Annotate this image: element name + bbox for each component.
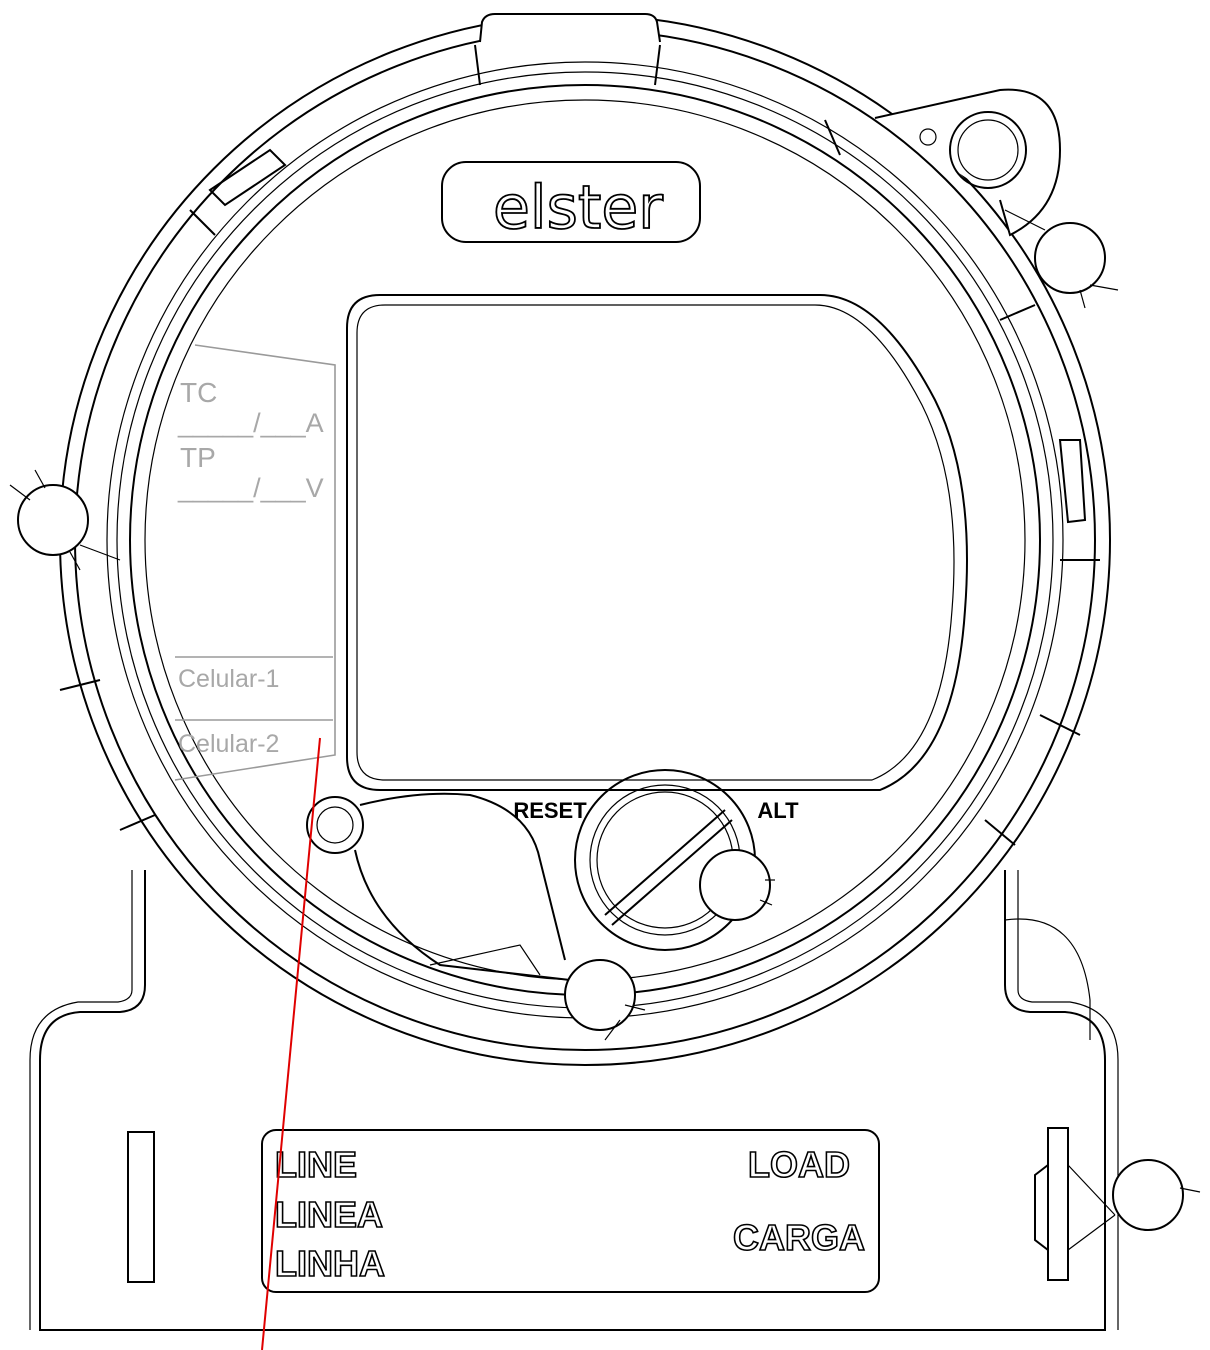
- top-right-lug: [874, 88, 1119, 309]
- right-tamper-wire: [1004, 918, 1091, 1040]
- terminal-plate: LINE LINEA LINHA LOAD CARGA: [261, 1129, 880, 1293]
- terminal-latch: [1034, 1127, 1201, 1281]
- alt-label: ALT: [757, 798, 799, 823]
- brand-plate: elster: [441, 161, 701, 244]
- seal-terminal: [1112, 1159, 1184, 1231]
- pointer-line: [261, 737, 321, 1350]
- display-window: [346, 294, 968, 791]
- base-slot: [127, 1131, 155, 1283]
- label-tc-ratio: _____/___A: [177, 408, 324, 438]
- label-tc: TC: [180, 377, 217, 408]
- label-celular-2: Celular-2: [178, 730, 279, 758]
- load-label-en: LOAD: [748, 1144, 850, 1185]
- left-seal: [9, 469, 121, 571]
- line-label-pt: LINHA: [275, 1243, 385, 1284]
- alt-dial[interactable]: ALT: [574, 769, 799, 951]
- ring-notches: [59, 119, 1100, 846]
- line-label-en: LINE: [275, 1144, 357, 1185]
- seal-top-right: [1034, 222, 1106, 294]
- label-tp: TP: [180, 442, 216, 473]
- brand-logo: elster: [493, 173, 663, 243]
- reset-label: RESET: [513, 798, 587, 823]
- reset-button[interactable]: RESET: [306, 792, 587, 981]
- line-label-es: LINEA: [275, 1194, 383, 1235]
- label-celular-1: Celular-1: [178, 665, 279, 693]
- bottom-seal: [564, 959, 646, 1041]
- rating-label-panel: TC _____/___A TP _____/___V Celular-1 Ce…: [174, 344, 336, 781]
- meter-base: [29, 870, 1119, 1331]
- seal-alt: [699, 849, 771, 921]
- top-tab: [474, 13, 661, 86]
- label-tp-ratio: _____/___V: [177, 473, 324, 503]
- load-label-es: CARGA: [733, 1217, 865, 1258]
